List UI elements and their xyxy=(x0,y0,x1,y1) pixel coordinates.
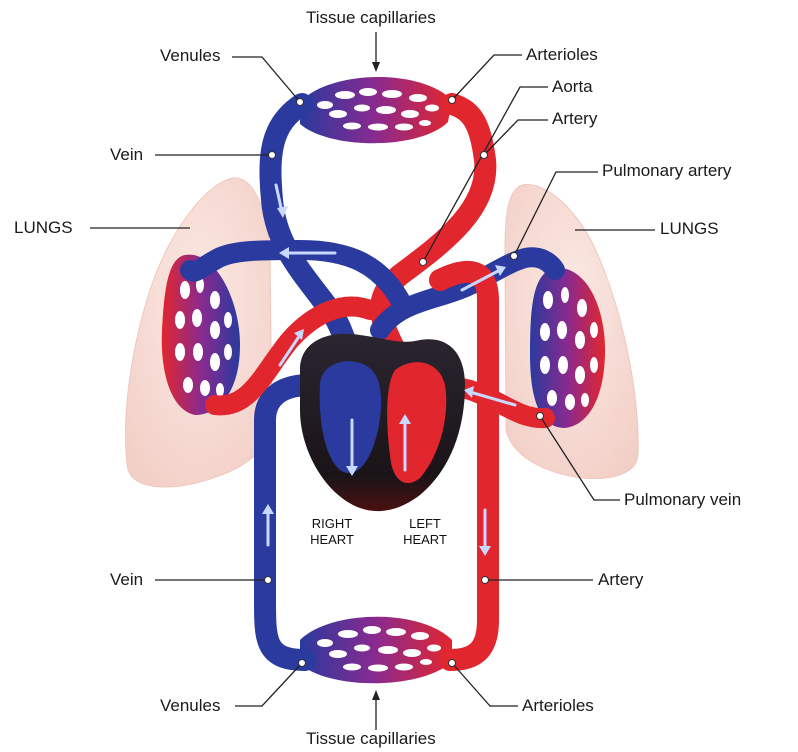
label-lungs-right: LUNGS xyxy=(660,219,719,239)
label-left-heart-line1: LEFT xyxy=(390,516,460,532)
label-tissue-capillaries-bottom: Tissue capillaries xyxy=(306,729,436,749)
label-venules-bottom: Venules xyxy=(160,696,221,716)
label-arterioles-top: Arterioles xyxy=(526,45,598,65)
label-vein-bottom: Vein xyxy=(110,570,143,590)
label-tissue-capillaries-top: Tissue capillaries xyxy=(306,8,436,28)
label-arterioles-bottom: Arterioles xyxy=(522,696,594,716)
label-right-heart-line2: HEART xyxy=(297,532,367,548)
label-aorta: Aorta xyxy=(552,77,593,97)
label-right-heart: RIGHT HEART xyxy=(297,516,367,548)
label-artery-top: Artery xyxy=(552,109,597,129)
systemic-artery-descending xyxy=(440,272,488,660)
label-artery-bottom: Artery xyxy=(598,570,643,590)
leader-arterioles-top xyxy=(452,55,522,100)
label-venules-top: Venules xyxy=(160,46,221,66)
label-right-heart-line1: RIGHT xyxy=(297,516,367,532)
leader-venules-top xyxy=(232,57,300,102)
label-lungs-left: LUNGS xyxy=(14,218,73,238)
label-left-heart: LEFT HEART xyxy=(390,516,460,548)
label-left-heart-line2: HEART xyxy=(390,532,460,548)
label-vein-top: Vein xyxy=(110,145,143,165)
label-pulmonary-vein: Pulmonary vein xyxy=(624,490,741,510)
label-pulmonary-artery: Pulmonary artery xyxy=(602,161,731,181)
